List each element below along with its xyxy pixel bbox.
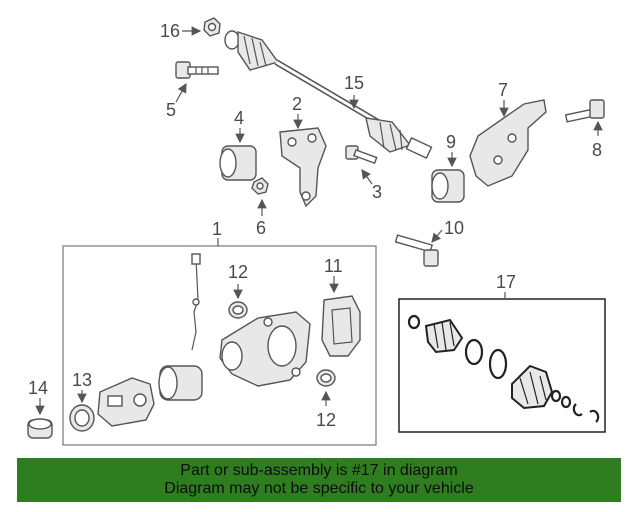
callout-7: 7 [498,80,508,100]
part-15-drive-shaft[interactable] [224,30,433,160]
callout-11: 11 [324,256,343,276]
callout-3: 3 [372,182,382,202]
breather-tube[interactable] [191,253,201,351]
part-6-nut[interactable] [251,177,269,195]
part-14-plug[interactable] [27,418,53,439]
part-12-seal-lower[interactable] [316,369,336,387]
callout-12a: 12 [228,262,248,282]
part-12-seal-upper[interactable] [228,301,248,319]
part-3-bolt[interactable] [345,145,378,165]
banner-line-2: Diagram may not be specific to your vehi… [164,480,474,497]
callout-4: 4 [234,108,244,128]
callout-6: 6 [256,218,266,238]
callout-5: 5 [166,100,176,120]
part-8-bolt[interactable] [564,99,605,123]
boot-kit-components[interactable] [407,314,600,423]
differential-housing[interactable] [219,311,311,387]
banner-line-1: Part or sub-assembly is #17 in diagram [180,462,458,479]
callout-15: 15 [344,73,364,93]
callout-17: 17 [496,272,516,292]
part-2-bracket[interactable] [279,127,327,208]
callout-14: 14 [28,378,48,398]
part-10-bolt[interactable] [394,234,439,267]
callout-1: 1 [212,219,222,239]
part-9-bushing[interactable] [431,169,465,203]
parts-diagram: 16 15 5 4 2 3 [27,17,606,446]
callout-13: 13 [72,370,92,390]
coupling-unit[interactable] [158,365,203,401]
part-7-mount-bracket[interactable] [469,99,547,187]
part-13-seal[interactable] [69,404,95,432]
part-17-boot-kit-group[interactable] [398,298,606,433]
callout-12b: 12 [316,410,336,430]
info-banner: Part or sub-assembly is #17 in diagram D… [17,458,621,502]
callout-9: 9 [446,132,456,152]
part-16-nut[interactable] [203,17,221,37]
part-4-bushing[interactable] [219,145,257,181]
actuator-motor[interactable] [97,377,155,427]
callout-8: 8 [592,140,602,160]
callout-2: 2 [292,94,302,114]
part-5-bolt[interactable] [175,61,219,79]
callout-10: 10 [444,218,464,238]
part-1-assembly-group[interactable] [62,245,377,446]
callout-16: 16 [160,21,180,41]
part-11-cover[interactable] [321,295,361,357]
